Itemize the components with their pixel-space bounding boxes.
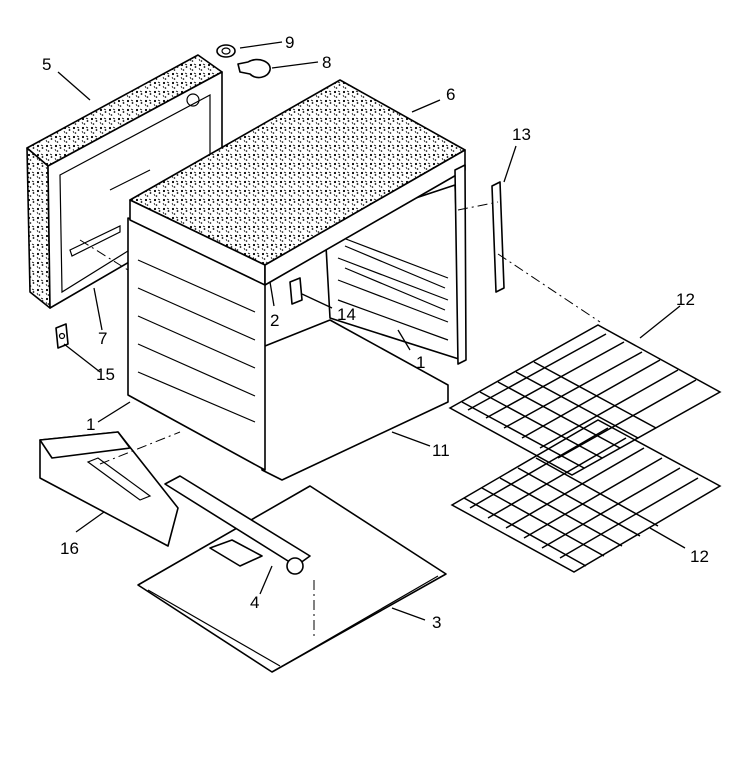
- rear-insulation-panel-part-5: [26, 54, 223, 309]
- top-insulation-part-6: [129, 79, 467, 365]
- callout-5: 5: [42, 55, 51, 74]
- bottom-plate-part-3: [137, 485, 447, 673]
- left-side-wall-part-1: [127, 217, 266, 471]
- oven-rack-part-12-lower: [450, 419, 722, 573]
- callout-12-lower: 12: [690, 547, 709, 566]
- callout-15: 15: [96, 365, 115, 384]
- alignment-lines: [79, 201, 601, 640]
- callout-labels: 9 8 5 6 13 12 7 2 14 15 1 1 11 16 12 4 3: [42, 33, 709, 632]
- bracket-part-15: [55, 323, 69, 349]
- callout-2: 2: [270, 311, 279, 330]
- callout-7: 7: [98, 329, 107, 348]
- callout-1-right: 1: [416, 353, 425, 372]
- callout-leaders: [57, 41, 686, 621]
- callout-6: 6: [446, 85, 455, 104]
- oven-floor-part-11: [254, 319, 449, 481]
- burner-bracket-part-4: [164, 475, 311, 575]
- light-bulb-part-8: [237, 58, 271, 79]
- callout-9: 9: [285, 33, 294, 52]
- callout-11: 11: [432, 441, 450, 460]
- callout-8: 8: [322, 53, 331, 72]
- callout-14: 14: [337, 305, 356, 324]
- light-socket-part-9: [216, 44, 236, 58]
- callout-13: 13: [512, 125, 531, 144]
- clip-part-14: [289, 277, 303, 305]
- front-panel-part-16: [39, 431, 179, 547]
- callout-4: 4: [250, 593, 259, 612]
- callout-12-upper: 12: [676, 290, 695, 309]
- callout-1-left: 1: [86, 415, 95, 434]
- callout-3: 3: [432, 613, 441, 632]
- oven-rack-part-12-upper: [448, 324, 722, 476]
- trim-strip-part-13: [491, 181, 505, 293]
- callout-16: 16: [60, 539, 79, 558]
